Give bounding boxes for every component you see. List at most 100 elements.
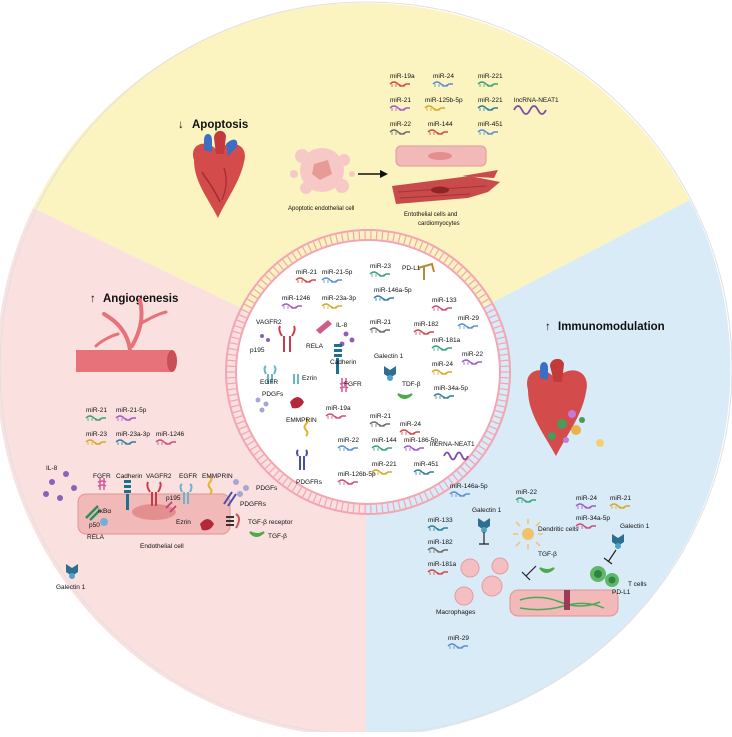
center-egfr-label: EGFR <box>260 379 278 386</box>
center-p195-label: p195 <box>250 347 265 354</box>
immunomodulation-mirna-4-label: miR-133 <box>428 517 453 524</box>
immunomodulation-title-text: Immunomodulation <box>558 321 665 333</box>
angiogenesis-mirna-0-label: miR-21 <box>86 407 107 414</box>
immunomodulation-mirna-2-label: miR-24 <box>576 495 597 502</box>
apoptosis-mirna-0-label: miR-19a <box>390 73 415 80</box>
immunomodulation-title: ↑ Immunomodulation <box>545 321 665 333</box>
center-mirna-11-label: miR-22 <box>462 351 483 358</box>
center-mirna-4-label: miR-23a-3p <box>322 295 356 302</box>
p50-label: p50 <box>89 522 100 529</box>
apoptosis-mirna-8-label: miR-144 <box>428 121 453 128</box>
center-mirna-22-label: miR-126b-5p <box>338 471 376 478</box>
immune-particle-icon <box>596 439 604 447</box>
healthy-cells-label-2: cardiomyocytes <box>418 221 460 227</box>
center-mirna-18-label: miR-144 <box>372 437 397 444</box>
rela-label: RELA <box>87 534 105 541</box>
center-mirna-16-label: miR-24 <box>400 421 421 428</box>
center-mirna-14-label: miR-19a <box>326 405 351 412</box>
tgf-beta-label: TGF-β <box>268 533 287 540</box>
apoptosis-title-text: Apoptosis <box>192 119 248 131</box>
center-mirna-5-label: miR-146a-5p <box>374 287 412 294</box>
ezrin-label: Ezrin <box>176 519 191 526</box>
apoptosis-lncrna-label: lncRNA-NEAT1 <box>514 97 559 104</box>
center-mirna-2-label: miR-23 <box>370 263 391 270</box>
center-fgfr-label: FGFR <box>344 381 362 388</box>
center-mirna-6-label: miR-133 <box>432 297 457 304</box>
cadherin-label: Cadherin <box>116 473 143 480</box>
pdgfrs-label: PDGFRs <box>240 501 267 508</box>
immunomodulation-mirna-6-label: miR-182 <box>428 539 453 546</box>
tgf-beta-label-2: TGF-β <box>538 551 557 558</box>
angiogenesis-title: ↑ Angiogenesis <box>90 293 178 305</box>
endothelial-cell-label: Endothelial cell <box>140 543 184 550</box>
apoptosis-mirna-3-label: miR-21 <box>390 97 411 104</box>
pdgfs-label: PDGFs <box>256 485 278 492</box>
center-il8-label: IL-8 <box>336 322 348 329</box>
angiogenesis-mirna-2-label: miR-23 <box>86 431 107 438</box>
center-mirna-17-label: miR-22 <box>338 437 359 444</box>
immunomodulation-arrow: ↑ <box>545 321 551 333</box>
il8-label: IL-8 <box>46 465 58 472</box>
center-mirna-3-label: miR-1246 <box>282 295 311 302</box>
center-galectin-label: Galectin 1 <box>374 353 404 360</box>
center-ezrin-label: Ezrin <box>302 375 317 382</box>
immunomodulation-mirna-0-label: miR-146a-5p <box>450 483 488 490</box>
ikba-label: IκBα <box>98 508 111 515</box>
center-mirna-21-label: miR-451 <box>414 461 439 468</box>
dendritic-cells-label: Dendritic cells <box>538 526 579 533</box>
tgf-receptor-label: TGF-β receptor <box>248 519 293 526</box>
center-pd-l1-label: PD-L1 <box>402 265 421 272</box>
immunomodulation-mirna-1-label: miR-22 <box>516 489 537 496</box>
dendritic-cell-icon <box>513 519 543 549</box>
center-rela-label: RELA <box>306 343 324 350</box>
immunomodulation-mirna-5-label: miR-34a-5p <box>576 515 610 522</box>
apoptosis-arrow: ↓ <box>178 119 184 131</box>
apoptosis-mirna-7-label: miR-22 <box>390 121 411 128</box>
center-mirna-7-label: miR-21 <box>370 319 391 326</box>
egfr-label: EGFR <box>179 473 197 480</box>
galectin-label-2: Galectin 1 <box>472 507 502 514</box>
center-mirna-15-label: miR-21 <box>370 413 391 420</box>
apoptosis-mirna-1-label: miR-24 <box>433 73 454 80</box>
center-vegfr2-label: VAGFR2 <box>256 319 282 326</box>
apoptosis-mirna-4-label: miR-125b-5p <box>425 97 463 104</box>
immunomodulation-mirna-7-label: miR-181a <box>428 561 457 568</box>
angiogenesis-mirna-1-label: miR-21-5p <box>116 407 147 414</box>
pd-l1-label: PD-L1 <box>612 589 631 596</box>
endothelial-cell-2 <box>510 590 618 616</box>
center-mirna-8-label: miR-182 <box>414 321 439 328</box>
center-pdgfrs-label: PDGFRs <box>296 479 323 486</box>
apoptosis-mirna-5-label: miR-221 <box>478 97 503 104</box>
galectin-label: Galectin 1 <box>56 584 86 591</box>
apoptosis-mirna-2-label: miR-221 <box>478 73 503 80</box>
angiogenesis-arrow: ↑ <box>90 293 96 305</box>
emmprin-label: EMMPRIN <box>202 473 233 480</box>
immunomodulation-mirna-3-label: miR-21 <box>610 495 631 502</box>
macrophages-label: Macrophages <box>436 609 476 616</box>
apoptosis-mirna-9-label: miR-451 <box>478 121 503 128</box>
center-mirna-0-label: miR-21 <box>296 269 317 276</box>
center-lncrna-label: lncRNA-NEAT1 <box>430 441 475 448</box>
galectin-label-3: Galectin 1 <box>620 523 650 530</box>
center-emmprin-label: EMMPRIN <box>286 417 317 424</box>
apoptotic-cell-label: Apoptotic endothelial cell <box>288 206 354 212</box>
healthy-cells-label-1: Entothelial cells and <box>404 212 457 218</box>
center-mirna-20-label: miR-221 <box>372 461 397 468</box>
angiogenesis-mirna-4-label: miR-1246 <box>156 431 185 438</box>
center-pdgfs-label: PDGFs <box>262 391 284 398</box>
center-mirna-1-label: miR-21-5p <box>322 269 353 276</box>
t-cells-label: T cells <box>628 581 647 588</box>
immunomodulation-mirna-8-label: miR-29 <box>448 635 469 642</box>
p195-label: p195 <box>166 495 181 502</box>
vegfr2-label: VAGFR2 <box>146 473 172 480</box>
center-mirna-12-label: miR-24 <box>432 361 453 368</box>
fgfr-label: FGFR <box>93 473 111 480</box>
endothelial-cell-icon <box>396 146 486 166</box>
p50-icon <box>100 518 108 526</box>
center-mirna-9-label: miR-29 <box>458 315 479 322</box>
angiogenesis-mirna-3-label: miR-23a-3p <box>116 431 150 438</box>
center-mirna-10-label: miR-181a <box>432 337 461 344</box>
center-tdf-beta-label: TDF-β <box>402 381 421 388</box>
